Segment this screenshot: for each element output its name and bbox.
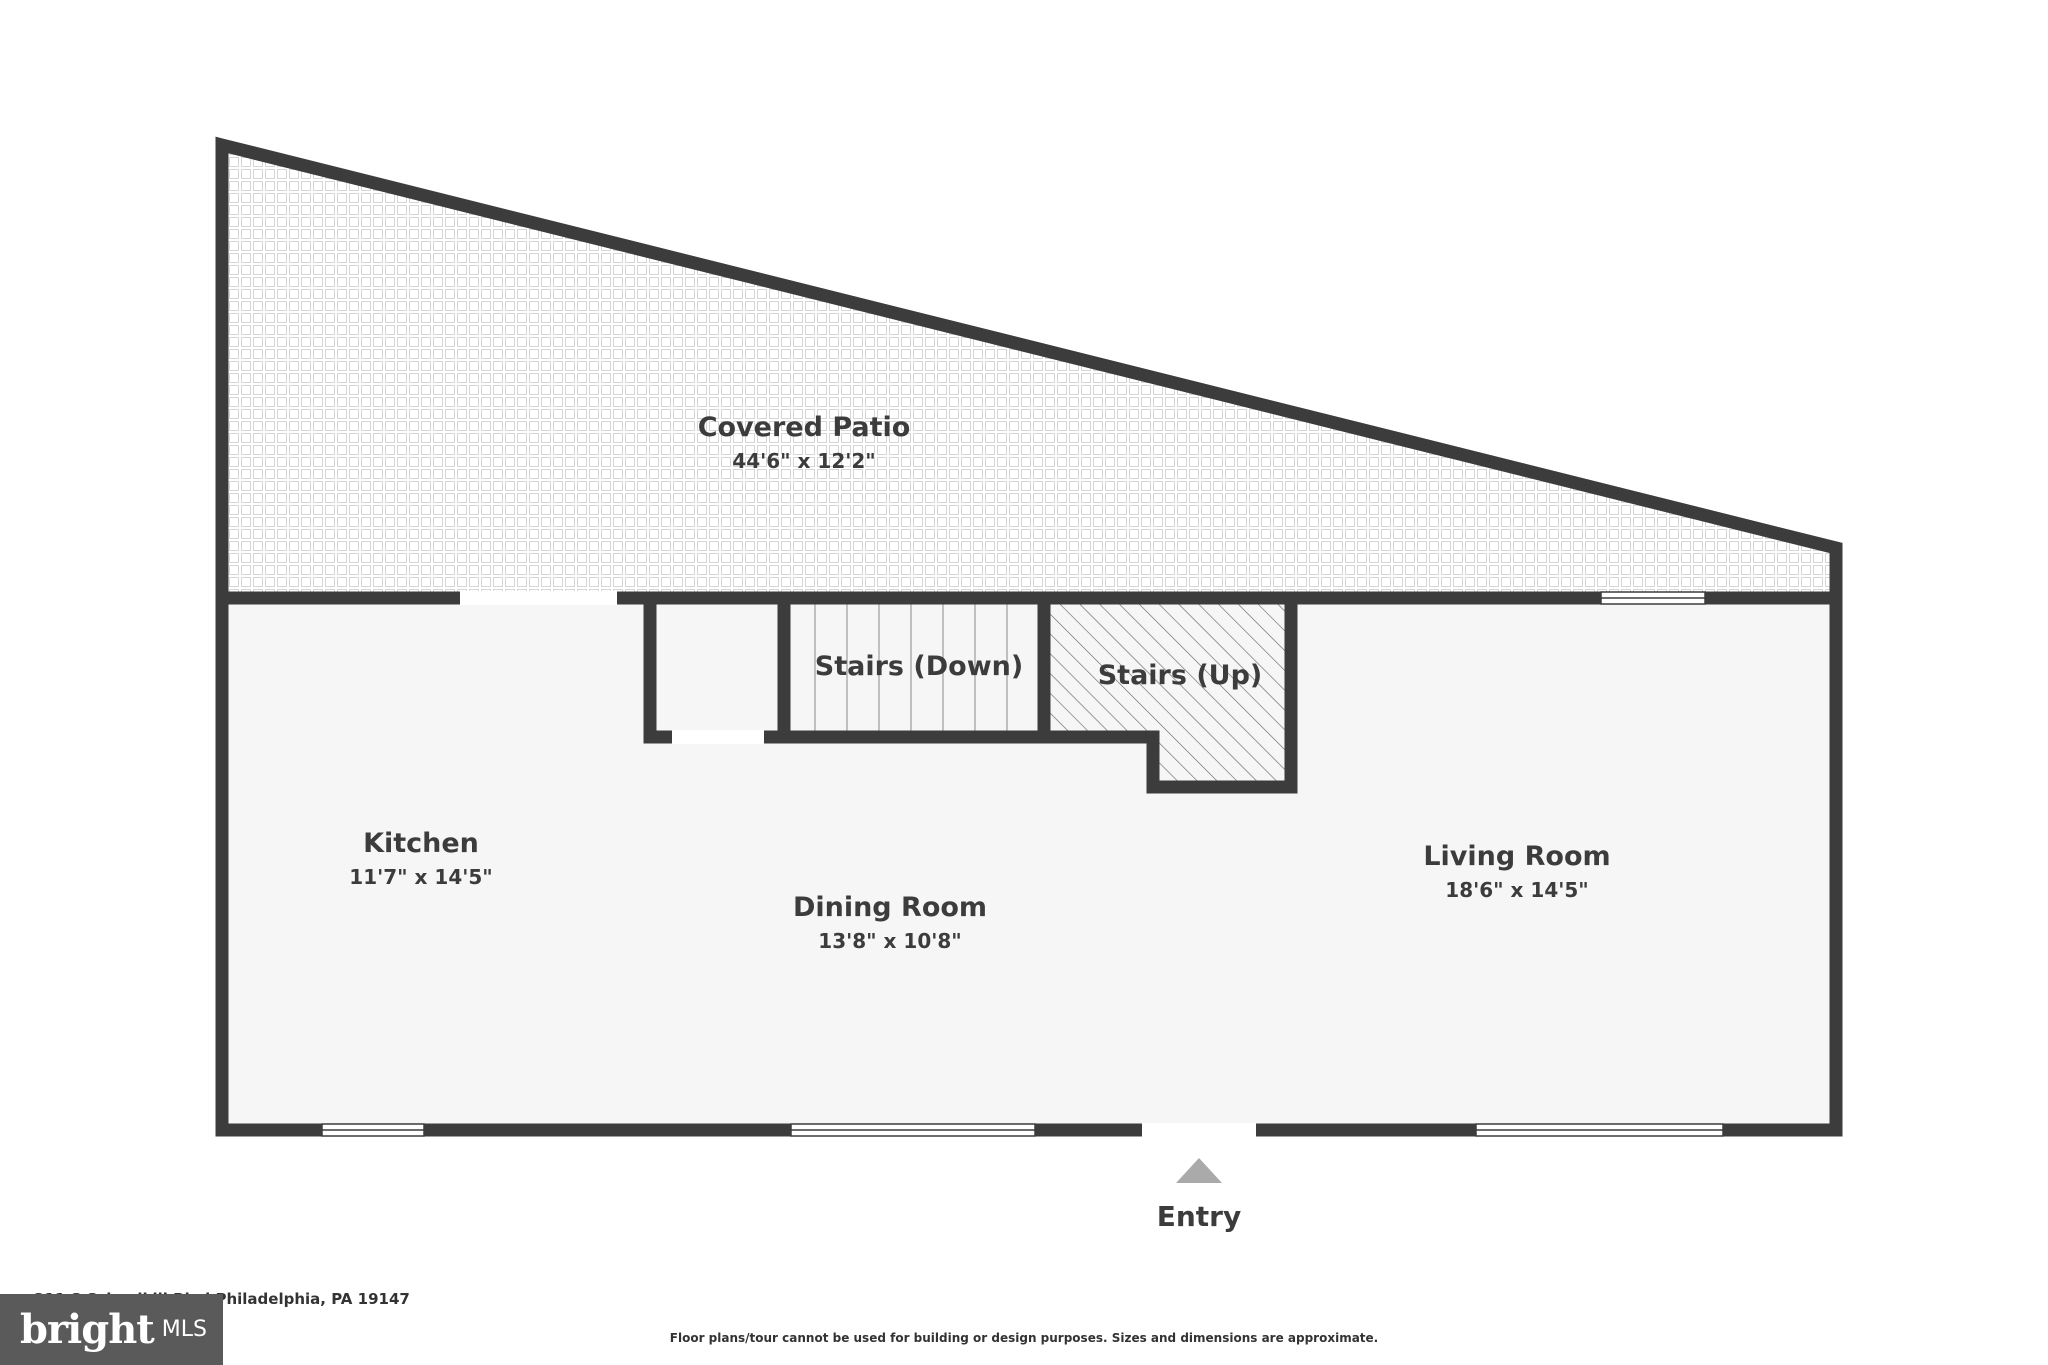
kitchen-dim: 11'7" x 14'5" xyxy=(349,865,492,889)
living-room-dim: 18'6" x 14'5" xyxy=(1445,878,1588,902)
kitchen-name: Kitchen xyxy=(363,828,479,859)
dining-room-dim: 13'8" x 10'8" xyxy=(818,929,961,953)
covered-patio-name: Covered Patio xyxy=(698,412,911,443)
stairs-down-steps xyxy=(814,604,1008,732)
living-room-name: Living Room xyxy=(1423,841,1610,872)
stairs-down-name: Stairs (Down) xyxy=(815,651,1023,682)
windows xyxy=(321,591,1724,1137)
logo-word: bright xyxy=(20,1306,155,1353)
stairs-up-name: Stairs (Up) xyxy=(1098,660,1263,691)
covered-patio-tiles xyxy=(222,145,1836,598)
covered-patio-dim: 44'6" x 12'2" xyxy=(732,449,875,473)
disclaimer-text: Floor plans/tour cannot be used for buil… xyxy=(669,1331,1379,1345)
stairs-up-area xyxy=(1044,604,1291,787)
dining-room-name: Dining Room xyxy=(793,892,987,923)
openings xyxy=(460,591,1256,1137)
logo-suffix: MLS xyxy=(161,1317,207,1342)
main-floor xyxy=(222,598,1836,1130)
entry-label: Entry xyxy=(1157,1200,1242,1233)
bright-mls-logo: bright MLS xyxy=(0,1294,223,1365)
entry-arrow-icon xyxy=(1176,1158,1222,1183)
